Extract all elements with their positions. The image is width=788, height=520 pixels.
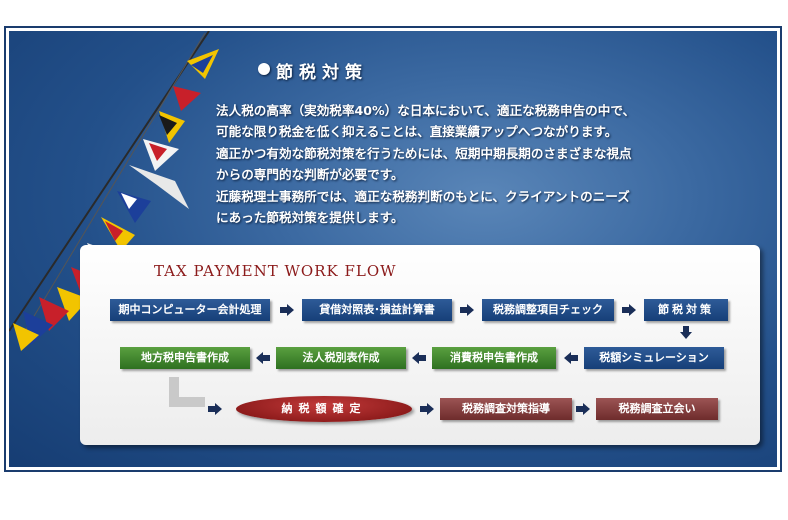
intro-text: 法人税の高率（実効税率40%）な日本において、適正な税務申告の中で、 可能な限り…: [216, 100, 756, 228]
arrow-left-icon: [256, 352, 270, 364]
arrow-right-icon: [622, 304, 636, 316]
step-adjustment-check: 税務調整項目チェック: [482, 299, 614, 321]
workflow-card: TAX PAYMENT WORK FLOW 期中コンピューター会計処理 貸借対照…: [80, 245, 760, 445]
intro-line: からの専門的な判断が必要です。: [216, 167, 404, 183]
flow-connector: [169, 377, 205, 407]
intro-line: 適正かつ有効な節税対策を行うためには、短期中期長期のさまざまな視点: [216, 145, 632, 161]
step-tax-saving: 節税対策: [644, 299, 728, 321]
step-tax-finalized: 納税額確定: [236, 396, 412, 422]
tax-saving-panel: 節税対策 法人税の高率（実効税率40%）な日本において、適正な税務申告の中で、 …: [9, 31, 777, 467]
intro-line: にあった節税対策を提供します。: [216, 210, 404, 226]
arrow-right-icon: [420, 403, 434, 415]
step-audit-guidance: 税務調査対策指導: [440, 398, 572, 420]
intro-line: 法人税の高率（実効税率40%）な日本において、適正な税務申告の中で、: [216, 103, 636, 118]
arrow-right-icon: [208, 403, 222, 415]
step-accounting: 期中コンピューター会計処理: [110, 299, 270, 321]
step-tax-simulation: 税額シミュレーション: [584, 347, 724, 369]
arrow-left-icon: [412, 352, 426, 364]
arrow-right-icon: [460, 304, 474, 316]
page-title: 節税対策: [276, 63, 368, 83]
step-statements: 貸借対照表･損益計算書: [302, 299, 452, 321]
arrow-left-icon: [564, 352, 578, 364]
workflow-title: TAX PAYMENT WORK FLOW: [154, 262, 397, 280]
intro-line: 近藤税理士事務所では、適正な税務判断のもとに、クライアントのニーズ: [216, 188, 630, 204]
step-consumption-tax: 消費税申告書作成: [432, 347, 556, 369]
arrow-down-icon: [680, 326, 692, 339]
step-corporate-tax: 法人税別表作成: [276, 347, 406, 369]
intro-line: 可能な限り税金を低く抑えることは、直接業績アップへつながります。: [216, 124, 618, 140]
arrow-right-icon: [280, 304, 294, 316]
arrow-right-icon: [576, 403, 590, 415]
title-bullet: [258, 63, 270, 75]
step-local-tax: 地方税申告書作成: [120, 347, 250, 369]
step-audit-attendance: 税務調査立会い: [596, 398, 718, 420]
